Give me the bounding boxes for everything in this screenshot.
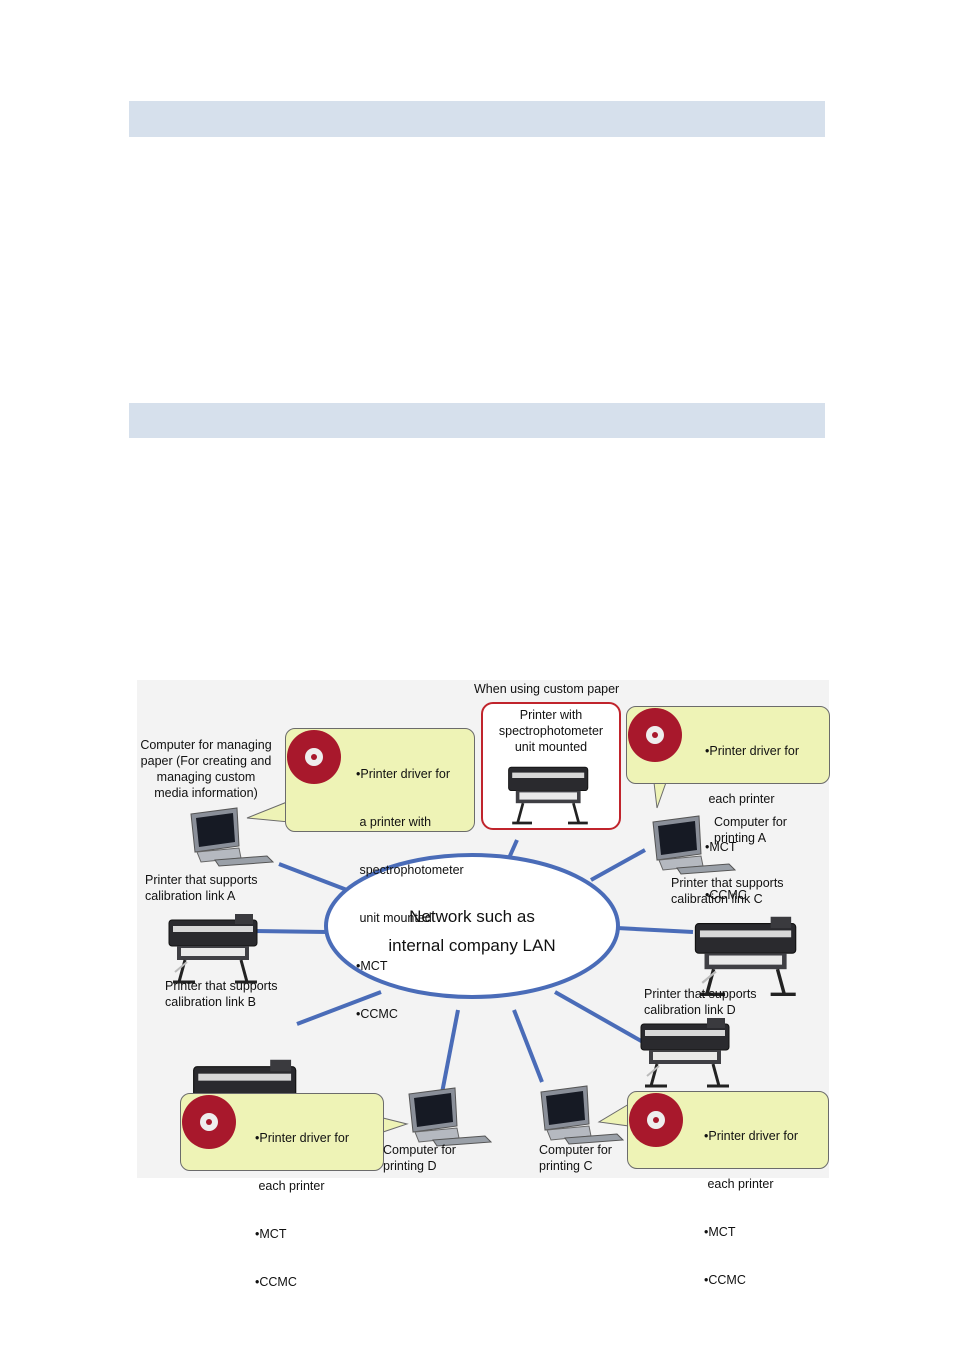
printer-d-label: Printer that supports calibration link D [644,987,757,1017]
spectro-printer-label: Printer with spectrophotometer unit moun… [498,708,604,754]
software-cd-icon [287,730,341,784]
software-bubble-computer-d: •Printer driver for each printer •MCT •C… [180,1093,384,1289]
printer-d-icon [639,1016,731,1088]
network-ellipse [324,853,620,999]
software-cd-icon [182,1095,236,1149]
network-diagram: When using custom paper Printer with spe… [137,680,830,1289]
network-diagram-graphics [167,773,798,1147]
printer-c-label: Printer that supports calibration link C [671,876,784,906]
computer-c-label: Computer for printing C [539,1143,612,1173]
printer-a-label: Printer that supports calibration link A [145,873,258,903]
section-header-bar [129,101,825,137]
computer-a-label: Computer for printing A [714,815,787,845]
software-bubble-computer-a: •Printer driver for each printer •MCT •C… [626,706,830,902]
software-cd-icon [628,708,682,762]
software-bubble-computer-c: •Printer driver for each printer •MCT •C… [627,1091,829,1287]
managing-software-bubble: •Printer driver for a printer with spect… [285,728,475,1021]
printer-b-label: Printer that supports calibration link B [165,979,278,1009]
computer-d-icon [408,1087,492,1147]
software-cd-icon [629,1093,683,1147]
computer-d-label: Computer for printing D [383,1143,456,1173]
network-links [250,839,694,1099]
section-header-bar [129,403,825,438]
spectro-printer-icon [508,766,589,825]
custom-paper-caption: When using custom paper [474,682,620,696]
network-label: Network such as internal company LAN [388,907,556,955]
spectro-printer-box: Printer with spectrophotometer unit moun… [481,702,621,830]
managing-computer-label: Computer for managing paper (For creatin… [140,738,272,800]
printer-a-icon [167,912,259,984]
